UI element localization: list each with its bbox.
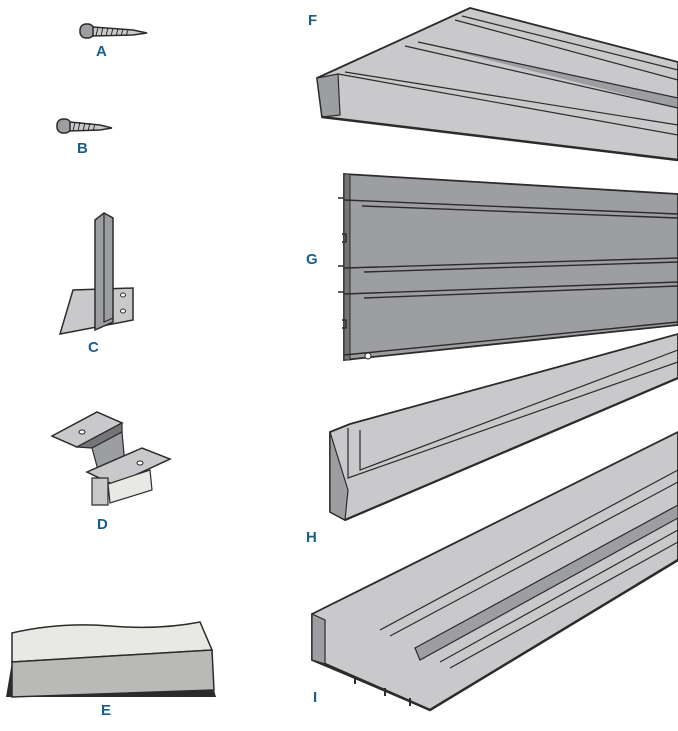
base-track-i-icon (311, 430, 678, 712)
part-label-g: G (306, 251, 318, 268)
part-label-c: C (88, 339, 99, 356)
panel-extrusion-g-icon (338, 173, 678, 361)
part-label-i: I (313, 689, 318, 706)
screw-a-icon (79, 23, 148, 39)
part-label-f: F (308, 12, 318, 29)
hanger-clip-d-icon (50, 411, 172, 506)
top-channel-f-icon (316, 7, 678, 162)
part-label-e: E (101, 702, 112, 719)
j-channel-h-icon (329, 333, 678, 522)
angle-bracket-c-icon (58, 212, 134, 335)
part-label-h: H (306, 529, 317, 546)
part-label-d: D (97, 516, 108, 533)
part-label-b: B (77, 140, 88, 157)
part-label-a: A (96, 43, 107, 60)
foam-seal-e-icon (6, 621, 216, 698)
screw-b-icon (56, 118, 113, 134)
